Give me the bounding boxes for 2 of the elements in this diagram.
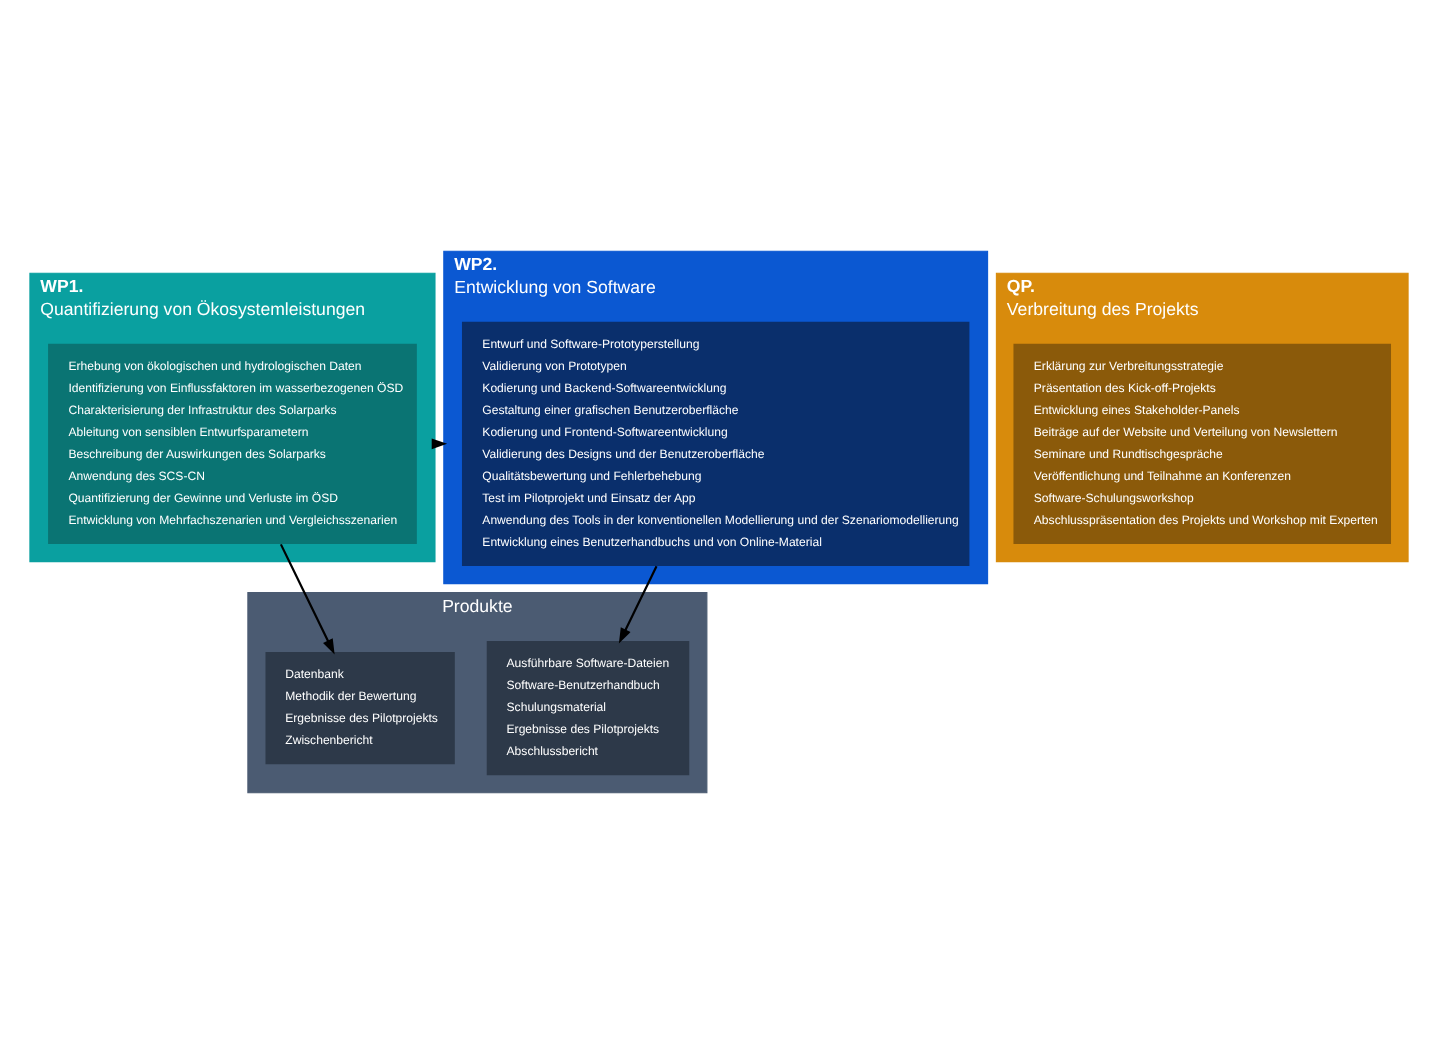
arrow xyxy=(279,542,335,654)
arrow xyxy=(618,564,658,643)
